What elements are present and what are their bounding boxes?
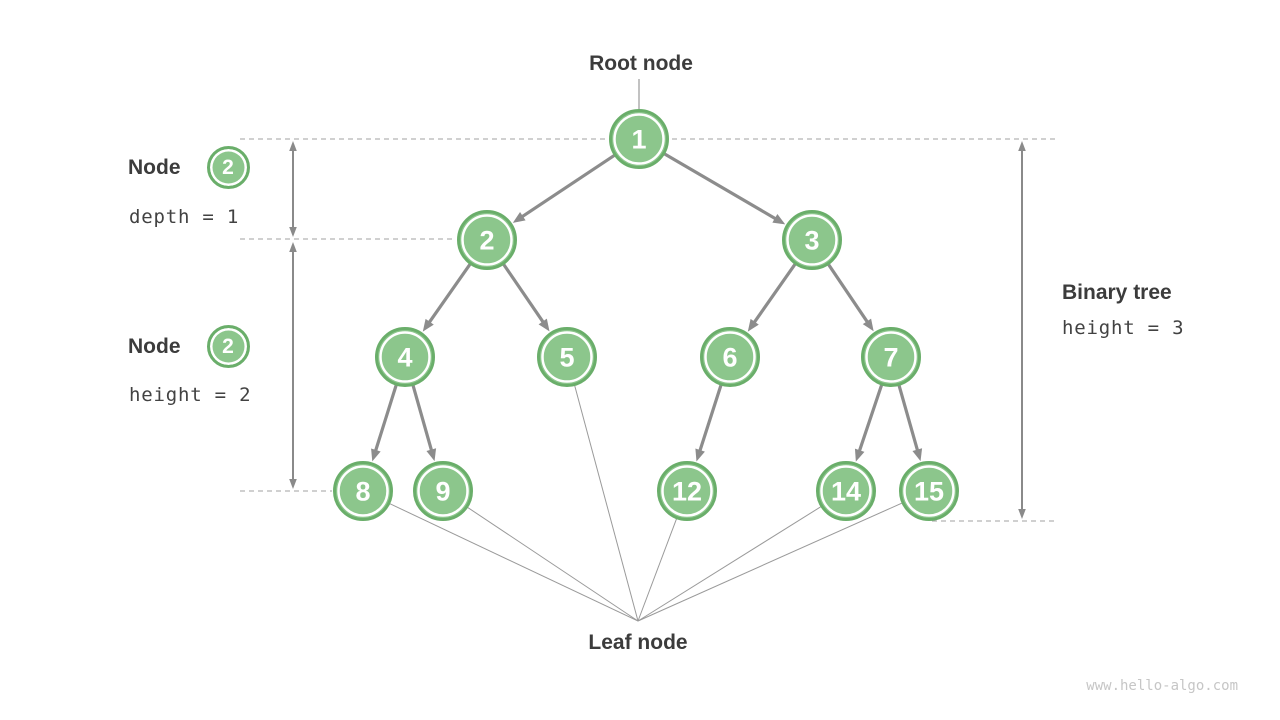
legend-binary-tree-caption: height = 3: [1062, 317, 1185, 339]
tree-node-ring: [865, 331, 917, 383]
tree-node-9: 9: [413, 461, 473, 521]
measure-arrow-head-top-1: [289, 242, 297, 252]
tree-node-value: 7: [883, 342, 898, 372]
tree-node-ring: [461, 214, 513, 266]
measure-arrow-head-bottom-0: [289, 227, 297, 237]
tree-node-ring: [379, 331, 431, 383]
legend-node-height-title: Node: [128, 334, 181, 358]
tree-node-8: 8: [333, 461, 393, 521]
tree-node-3: 3: [782, 210, 842, 270]
tree-node-value: 14: [831, 476, 861, 506]
tree-node-1: 1: [609, 109, 669, 169]
tree-node-ring: [704, 331, 756, 383]
tree-node-6: 6: [700, 327, 760, 387]
tree-edge-arrowhead-3-6: [747, 318, 759, 332]
tree-node-value: 15: [914, 476, 944, 506]
tree-node-ring: [541, 331, 593, 383]
leaf-connector-line-15: [637, 490, 930, 622]
tree-node-2: 2: [457, 210, 517, 270]
tree-edge-arrowhead-7-15: [912, 448, 923, 462]
measure-arrow-head-top-0: [289, 141, 297, 151]
tree-node-circle: [861, 327, 921, 387]
measure-arrow-head-bottom-2: [1018, 509, 1026, 519]
legend-node-depth-badge: 2: [206, 146, 250, 189]
legend-node-height: Node 2: [128, 325, 250, 368]
tree-node-value: 12: [672, 476, 702, 506]
tree-node-circle: [375, 327, 435, 387]
tree-node-ring: [661, 465, 713, 517]
tree-node-5: 5: [537, 327, 597, 387]
tree-node-circle: [816, 461, 876, 521]
tree-edge-arrowhead-4-8: [371, 448, 381, 462]
tree-node-circle: [413, 461, 473, 521]
tree-node-value: 1: [631, 124, 646, 154]
tree-node-circle: [782, 210, 842, 270]
tree-node-ring: [903, 465, 955, 517]
legend-node-height-caption: height = 2: [129, 384, 252, 406]
tree-node-value: 6: [722, 342, 737, 372]
tree-edge-arrowhead-4-9: [426, 448, 437, 462]
legend-binary-tree-title: Binary tree: [1062, 281, 1172, 304]
tree-edge-arrowhead-2-4: [422, 318, 434, 332]
tree-node-15: 15: [899, 461, 959, 521]
legend-node-depth-title: Node: [128, 155, 181, 179]
tree-node-12: 12: [657, 461, 717, 521]
tree-edge-arrowhead-7-14: [854, 448, 865, 462]
tree-node-value: 2: [479, 225, 494, 255]
tree-node-7: 7: [861, 327, 921, 387]
tree-node-value: 4: [397, 342, 412, 372]
tree-node-circle: [537, 327, 597, 387]
tree-edge-arrowhead-1-3: [772, 214, 786, 225]
tree-node-circle: [333, 461, 393, 521]
tree-node-ring: [786, 214, 838, 266]
tree-node-value: 9: [435, 476, 450, 506]
leaf-node-label: Leaf node: [588, 631, 688, 654]
tree-node-ring: [417, 465, 469, 517]
tree-node-4: 4: [375, 327, 435, 387]
tree-node-circle: [457, 210, 517, 270]
legend-binary-tree: Binary tree height = 3: [1062, 280, 1184, 340]
legend-node-depth-caption: depth = 1: [129, 206, 240, 228]
legend-node-depth: Node 2: [128, 146, 250, 189]
tree-edge-arrowhead-1-2: [512, 212, 526, 223]
tree-edge-arrowhead-2-5: [538, 318, 550, 332]
tree-node-value: 3: [804, 225, 819, 255]
leaf-connector-line-5: [566, 356, 639, 622]
tree-node-value: 8: [355, 476, 370, 506]
watermark: www.hello-algo.com: [1086, 678, 1238, 694]
leaf-connector-line-9: [442, 490, 639, 622]
leaf-connector-line-14: [637, 490, 847, 622]
tree-node-ring: [820, 465, 872, 517]
measure-arrow-head-bottom-1: [289, 479, 297, 489]
tree-node-circle: [657, 461, 717, 521]
tree-node-circle: [899, 461, 959, 521]
tree-edge-arrowhead-3-7: [862, 318, 874, 332]
root-node-label: Root node: [589, 52, 693, 75]
tree-edge-arrowhead-6-12: [695, 448, 705, 462]
tree-node-ring: [613, 113, 665, 165]
tree-node-circle: [700, 327, 760, 387]
tree-node-14: 14: [816, 461, 876, 521]
legend-node-height-badge: 2: [206, 325, 250, 368]
leaf-connector-line-8: [362, 490, 639, 622]
tree-node-circle: [609, 109, 669, 169]
tree-node-value: 5: [559, 342, 574, 372]
measure-arrow-head-top-2: [1018, 141, 1026, 151]
tree-node-ring: [337, 465, 389, 517]
